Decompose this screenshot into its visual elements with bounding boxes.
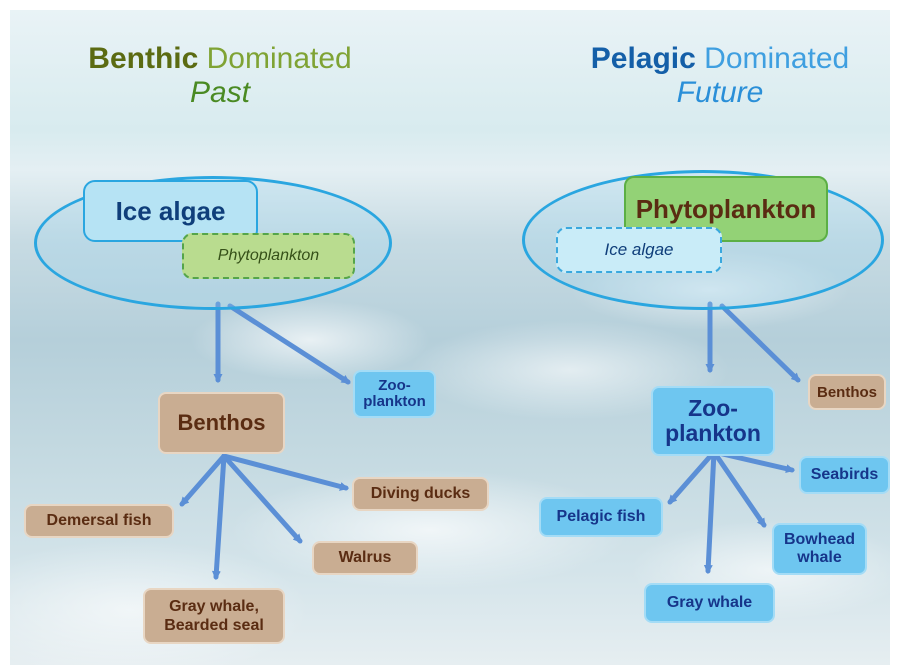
arrow-right-hub-to-pelagic (670, 452, 714, 502)
left-walrus-box: Walrus (312, 541, 418, 575)
right-seabirds-label: Seabirds (811, 466, 879, 484)
left-phytoplankton-box: Phytoplankton (182, 233, 355, 279)
left-phytoplankton-label: Phytoplankton (218, 247, 319, 265)
arrow-left-primary-to-side (230, 306, 348, 382)
right-zooplankton-label: Zoo- plankton (665, 396, 761, 446)
left-gray-whale-bearded-seal-label: Gray whale, Bearded seal (164, 597, 264, 635)
right-benthos-label: Benthos (817, 384, 877, 401)
left-benthos-box: Benthos (158, 392, 285, 454)
arrow-left-hub-to-gray (216, 456, 224, 577)
left-benthos-label: Benthos (178, 410, 266, 436)
left-diving-ducks-box: Diving ducks (352, 477, 489, 511)
left-gray-whale-bearded-seal-box: Gray whale, Bearded seal (143, 588, 285, 644)
left-walrus-label: Walrus (339, 549, 392, 567)
right-bowhead-whale-box: Bowhead whale (772, 523, 867, 575)
left-zooplankton-box: Zoo- plankton (353, 370, 436, 418)
left-ice-algae-label: Ice algae (116, 196, 226, 227)
left-demersal-fish-box: Demersal fish (24, 504, 174, 538)
arrow-right-primary-to-side (722, 306, 798, 380)
left-zooplankton-label: Zoo- plankton (363, 378, 426, 410)
right-seabirds-box: Seabirds (799, 456, 890, 494)
arrow-right-hub-to-gray (708, 452, 714, 571)
right-ice-algae-box: Ice algae (556, 227, 722, 273)
left-diving-ducks-label: Diving ducks (371, 485, 471, 503)
arrow-left-hub-to-ducks (224, 456, 346, 488)
right-zooplankton-box: Zoo- plankton (651, 386, 775, 456)
right-pelagic-fish-box: Pelagic fish (539, 497, 663, 537)
arrows-layer (10, 10, 890, 665)
arrow-left-hub-to-demersal (182, 456, 224, 504)
right-ice-algae-label: Ice algae (605, 240, 674, 260)
right-benthos-box: Benthos (808, 374, 886, 410)
right-bowhead-whale-label: Bowhead whale (784, 531, 855, 567)
arrow-left-hub-to-walrus (224, 456, 300, 541)
diagram-canvas: Benthic Dominated Past Pelagic Dominated… (10, 10, 890, 665)
right-pelagic-fish-label: Pelagic fish (557, 508, 646, 526)
right-gray-whale-box: Gray whale (644, 583, 775, 623)
right-gray-whale-label: Gray whale (667, 594, 752, 612)
left-demersal-fish-label: Demersal fish (47, 512, 152, 530)
right-phytoplankton-label: Phytoplankton (636, 194, 817, 225)
